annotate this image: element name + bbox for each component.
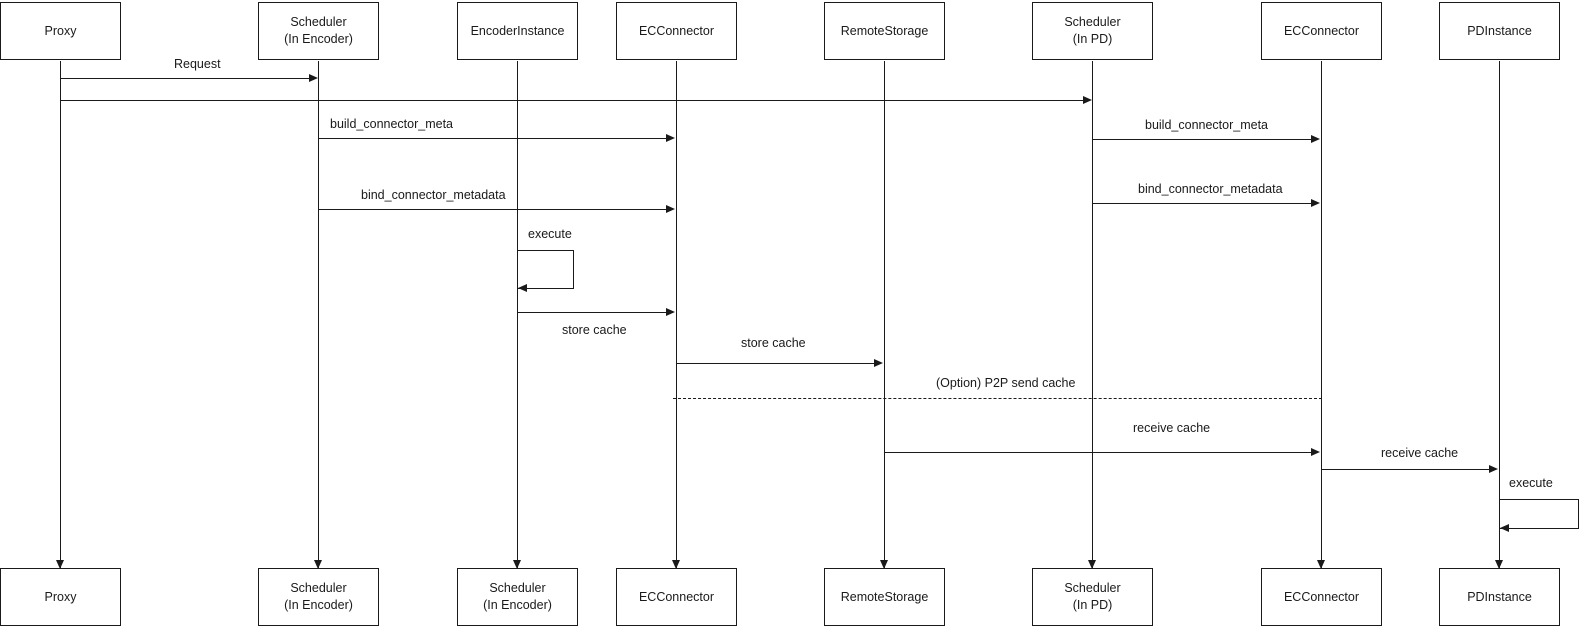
message-arrowhead-build-connector-meta-pd bbox=[1311, 135, 1320, 143]
message-label-receive-cache-pd: receive cache bbox=[1381, 446, 1459, 460]
message-label-build-connector-meta-encoder: build_connector_meta bbox=[330, 117, 453, 131]
lifeline-end-arrow-encoder-instance bbox=[513, 560, 521, 569]
actor-box-bottom-pd-instance[interactable]: PDInstance bbox=[1439, 568, 1560, 626]
message-arrowhead-store-cache-encoder bbox=[666, 308, 675, 316]
message-arrowhead-bind-connector-metadata-pd bbox=[1311, 199, 1320, 207]
self-loop-execute-encoder-instance bbox=[518, 250, 574, 289]
lifeline-end-arrow-scheduler-in-encoder bbox=[314, 560, 322, 569]
actor-box-bottom-proxy[interactable]: Proxy bbox=[0, 568, 121, 626]
message-label-request: Request bbox=[174, 57, 221, 71]
message-label-bind-connector-metadata-pd: bind_connector_metadata bbox=[1138, 182, 1283, 196]
lifeline-end-arrow-scheduler-in-pd bbox=[1088, 560, 1096, 569]
message-line-bind-connector-metadata-encoder bbox=[319, 209, 667, 210]
lifeline-encoder-instance bbox=[517, 61, 518, 571]
lifeline-end-arrow-ecconnector-encoder bbox=[672, 560, 680, 569]
actor-box-bottom-ecconnector-pd[interactable]: ECConnector bbox=[1261, 568, 1382, 626]
message-label-build-connector-meta-pd: build_connector_meta bbox=[1145, 118, 1268, 132]
message-label-execute-encoder-instance: execute bbox=[528, 227, 572, 241]
actor-box-top-encoder-instance[interactable]: EncoderInstance bbox=[457, 2, 578, 60]
lifeline-remote-storage bbox=[884, 61, 885, 571]
lifeline-proxy bbox=[60, 61, 61, 571]
lifeline-pd-instance bbox=[1499, 61, 1500, 571]
message-label-receive-cache-remote: receive cache bbox=[1133, 421, 1211, 435]
self-loop-arrowhead-execute-encoder-instance bbox=[518, 284, 527, 292]
actor-box-top-ecconnector-pd[interactable]: ECConnector bbox=[1261, 2, 1382, 60]
actor-box-top-ecconnector-encoder[interactable]: ECConnector bbox=[616, 2, 737, 60]
actor-box-top-remote-storage[interactable]: RemoteStorage bbox=[824, 2, 945, 60]
lifeline-scheduler-in-encoder bbox=[318, 61, 319, 571]
message-line-receive-cache-remote bbox=[885, 452, 1312, 453]
self-loop-execute-pd-instance bbox=[1500, 499, 1579, 529]
message-arrowhead-proxy-to-scheduler-pd bbox=[1083, 96, 1092, 104]
message-line-request bbox=[61, 78, 310, 79]
self-loop-arrowhead-execute-pd-instance bbox=[1500, 524, 1509, 532]
actor-box-bottom-remote-storage[interactable]: RemoteStorage bbox=[824, 568, 945, 626]
actor-box-bottom-ecconnector-encoder[interactable]: ECConnector bbox=[616, 568, 737, 626]
message-label-store-cache-remote: store cache bbox=[741, 336, 806, 350]
message-label-execute-pd-instance: execute bbox=[1509, 476, 1553, 490]
actor-box-top-proxy[interactable]: Proxy bbox=[0, 2, 121, 60]
actor-box-bottom-scheduler-in-pd[interactable]: Scheduler (In PD) bbox=[1032, 568, 1153, 626]
message-label-bind-connector-metadata-encoder: bind_connector_metadata bbox=[361, 188, 506, 202]
message-arrowhead-receive-cache-remote bbox=[1311, 448, 1320, 456]
message-arrowhead-build-connector-meta-encoder bbox=[666, 134, 675, 142]
message-line-store-cache-remote bbox=[677, 363, 875, 364]
actor-box-top-scheduler-in-encoder[interactable]: Scheduler (In Encoder) bbox=[258, 2, 379, 60]
message-label-store-cache-encoder: store cache bbox=[562, 323, 627, 337]
lifeline-scheduler-in-pd bbox=[1092, 61, 1093, 571]
message-arrowhead-request bbox=[309, 74, 318, 82]
lifeline-end-arrow-remote-storage bbox=[880, 560, 888, 569]
actor-box-bottom-scheduler-in-encoder[interactable]: Scheduler (In Encoder) bbox=[258, 568, 379, 626]
message-line-bind-connector-metadata-pd bbox=[1093, 203, 1312, 204]
message-arrowhead-bind-connector-metadata-encoder bbox=[666, 205, 675, 213]
actor-box-top-pd-instance[interactable]: PDInstance bbox=[1439, 2, 1560, 60]
message-line-receive-cache-pd bbox=[1322, 469, 1490, 470]
message-label-p2p-send-cache: (Option) P2P send cache bbox=[936, 376, 1076, 390]
message-line-p2p-send-cache bbox=[673, 398, 1322, 399]
actor-box-top-scheduler-in-pd[interactable]: Scheduler (In PD) bbox=[1032, 2, 1153, 60]
message-arrowhead-store-cache-remote bbox=[874, 359, 883, 367]
message-line-proxy-to-scheduler-pd bbox=[61, 100, 1084, 101]
message-line-store-cache-encoder bbox=[518, 312, 667, 313]
message-line-build-connector-meta-encoder bbox=[319, 138, 667, 139]
message-line-build-connector-meta-pd bbox=[1093, 139, 1312, 140]
lifeline-ecconnector-pd bbox=[1321, 61, 1322, 571]
lifeline-end-arrow-pd-instance bbox=[1495, 560, 1503, 569]
lifeline-end-arrow-ecconnector-pd bbox=[1317, 560, 1325, 569]
message-arrowhead-receive-cache-pd bbox=[1489, 465, 1498, 473]
lifeline-ecconnector-encoder bbox=[676, 61, 677, 571]
lifeline-end-arrow-proxy bbox=[56, 560, 64, 569]
actor-box-bottom-encoder-instance[interactable]: Scheduler (In Encoder) bbox=[457, 568, 578, 626]
